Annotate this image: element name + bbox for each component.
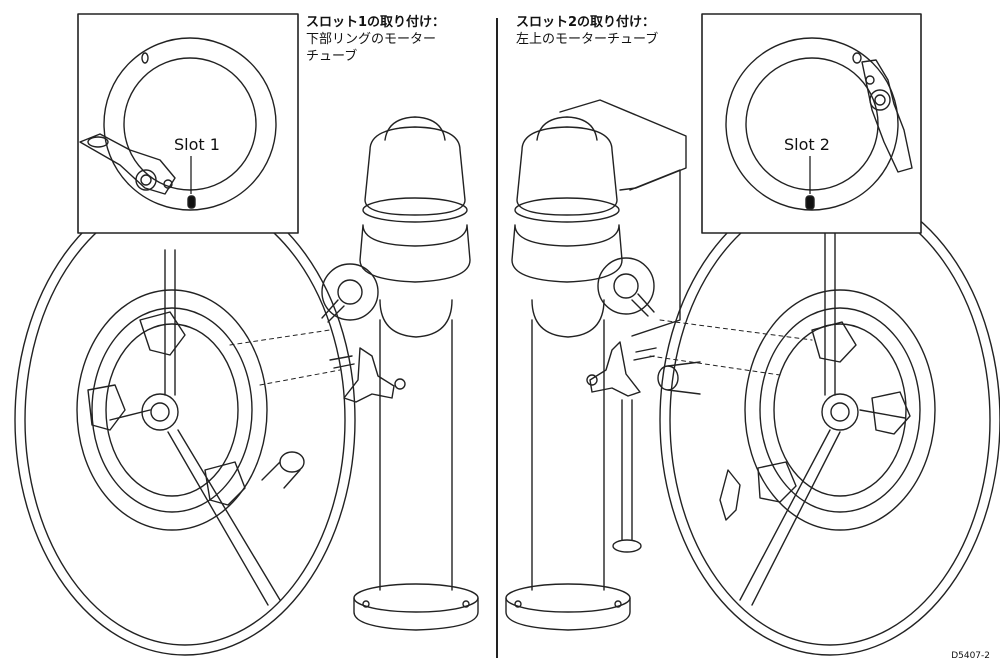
left-inset xyxy=(77,13,299,234)
left-caption-line3: チューブ xyxy=(306,49,358,64)
left-steering-wheel xyxy=(14,184,356,656)
drawing-reference: D5407-2 xyxy=(951,651,990,661)
slot-1-label: Slot 1 xyxy=(174,135,220,154)
left-caption-line2: 下部リングのモーター xyxy=(306,32,437,47)
right-pedestal xyxy=(505,99,687,631)
left-caption-title: スロット1の取り付け： xyxy=(306,15,446,30)
left-guide-lines xyxy=(229,329,341,386)
right-caption-title: スロット2の取り付け： xyxy=(516,15,656,30)
right-guide-lines xyxy=(649,319,813,376)
right-inset xyxy=(701,13,922,234)
left-pedestal xyxy=(321,116,479,631)
right-caption: スロット2の取り付け： 左上のモーターチューブ xyxy=(516,14,658,48)
center-divider xyxy=(496,18,498,658)
slot-2-label: Slot 2 xyxy=(784,135,830,154)
right-caption-line2: 左上のモーターチューブ xyxy=(516,32,659,47)
right-steering-wheel xyxy=(657,184,1000,656)
left-caption: スロット1の取り付け： 下部リングのモーター チューブ xyxy=(306,14,445,65)
